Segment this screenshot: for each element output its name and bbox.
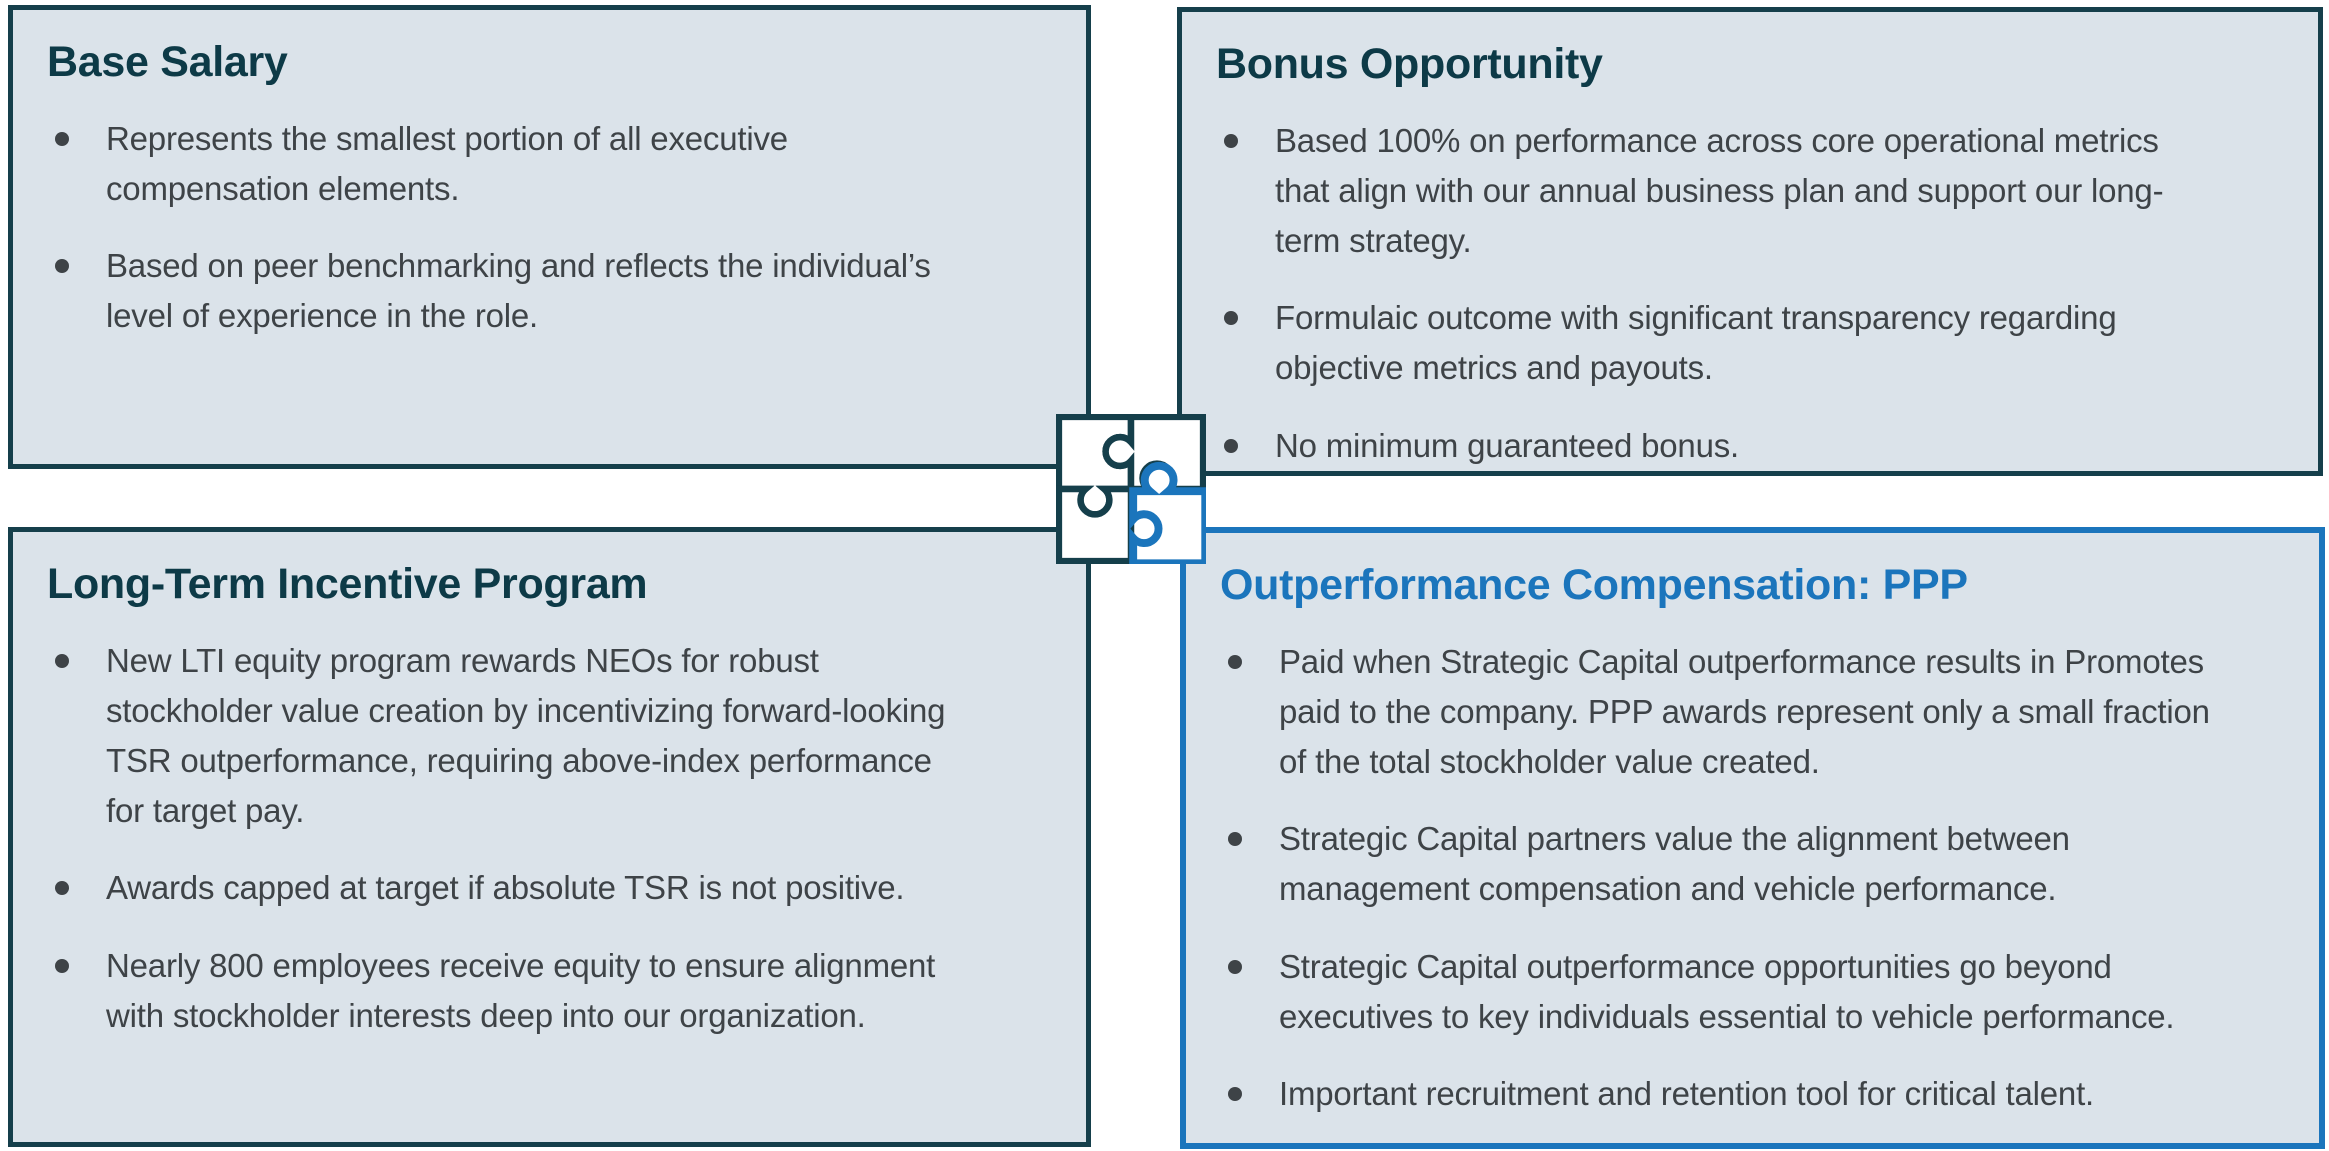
panel-outperformance-ppp: Outperformance Compensation: PPP Paid wh…	[1180, 527, 2325, 1149]
bullet-item: Based 100% on performance across core op…	[1208, 116, 2278, 266]
panel-title: Outperformance Compensation: PPP	[1220, 561, 1968, 609]
bullet-item: Formulaic outcome with significant trans…	[1208, 293, 2278, 393]
bullet-item: Strategic Capital outperformance opportu…	[1212, 942, 2279, 1042]
panel-base-salary: Base Salary Represents the smallest port…	[8, 5, 1091, 469]
bullet-item: Based on peer benchmarking and reflects …	[39, 241, 1046, 341]
bullet-item: New LTI equity program rewards NEOs for …	[39, 636, 1046, 837]
bullet-item: Strategic Capital partners value the ali…	[1212, 814, 2279, 914]
panel-long-term-incentive: Long-Term Incentive Program New LTI equi…	[8, 527, 1091, 1147]
panel-title: Long-Term Incentive Program	[47, 560, 648, 608]
puzzle-icon-svg	[1055, 413, 1210, 568]
puzzle-piece-bottom-right	[1129, 461, 1210, 568]
bullet-list: Paid when Strategic Capital outperforman…	[1212, 637, 2279, 1119]
puzzle-icon	[1055, 413, 1210, 568]
bullet-item: Important recruitment and retention tool…	[1212, 1069, 2279, 1119]
bullet-list: Represents the smallest portion of all e…	[39, 114, 1046, 342]
bullet-list: New LTI equity program rewards NEOs for …	[39, 636, 1046, 1041]
bullet-item: Awards capped at target if absolute TSR …	[39, 863, 1046, 913]
bullet-list: Based 100% on performance across core op…	[1208, 116, 2278, 471]
panel-title: Base Salary	[47, 38, 288, 86]
bullet-item: No minimum guaranteed bonus.	[1208, 421, 2278, 471]
puzzle-piece-bottom-left	[1055, 485, 1135, 565]
bullet-item: Represents the smallest portion of all e…	[39, 114, 1046, 214]
bullet-item: Paid when Strategic Capital outperforman…	[1212, 637, 2279, 787]
panel-bonus-opportunity: Bonus Opportunity Based 100% on performa…	[1177, 7, 2323, 476]
panel-title: Bonus Opportunity	[1216, 40, 1603, 88]
bullet-item: Nearly 800 employees receive equity to e…	[39, 941, 1046, 1041]
